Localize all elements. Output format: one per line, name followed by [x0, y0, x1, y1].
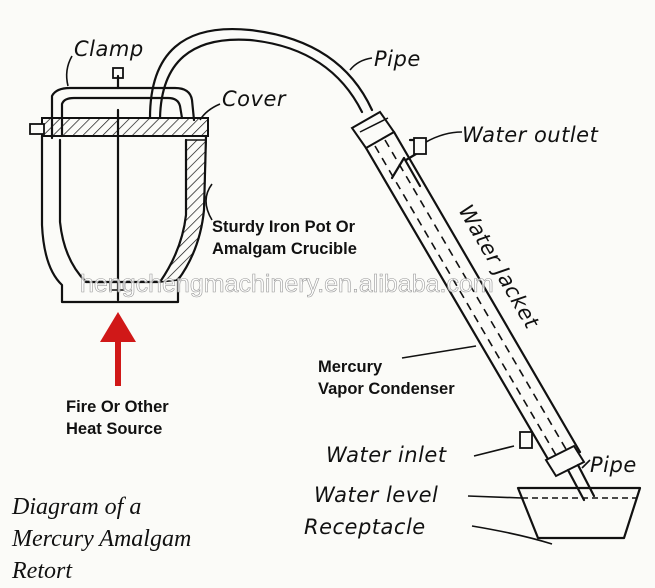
top-pipe	[148, 28, 374, 120]
caption-line2: Mercury Amalgam	[11, 526, 191, 552]
label-cover: Cover	[222, 87, 287, 111]
label-condenser-line2: Vapor Condenser	[318, 380, 455, 398]
watermark: hengchengmachinery.en.alibaba.com	[80, 270, 494, 298]
label-water-outlet: Water outlet	[462, 123, 599, 147]
receptacle	[516, 486, 642, 540]
label-fire-line1: Fire Or Other	[66, 398, 169, 416]
label-receptacle: Receptacle	[304, 515, 426, 539]
clamp	[50, 67, 196, 140]
label-pipe-top: Pipe	[374, 47, 421, 71]
caption-line3: Retort	[11, 558, 73, 584]
label-condenser-line1: Mercury	[318, 358, 383, 376]
heat-arrow	[100, 312, 136, 386]
label-pot-line1: Sturdy Iron Pot Or	[212, 218, 356, 236]
leader-lines	[65, 55, 591, 545]
condenser	[350, 110, 596, 502]
label-water-level: Water level	[314, 483, 438, 507]
caption-line1: Diagram of a	[11, 494, 141, 520]
label-pot-line2: Amalgam Crucible	[212, 240, 357, 258]
label-water-inlet: Water inlet	[326, 443, 447, 467]
label-clamp: Clamp	[74, 37, 144, 61]
pot-cover	[29, 117, 209, 137]
iron-pot	[40, 108, 208, 304]
label-fire-line2: Heat Source	[66, 420, 162, 438]
label-pipe-bottom: Pipe	[590, 453, 637, 477]
